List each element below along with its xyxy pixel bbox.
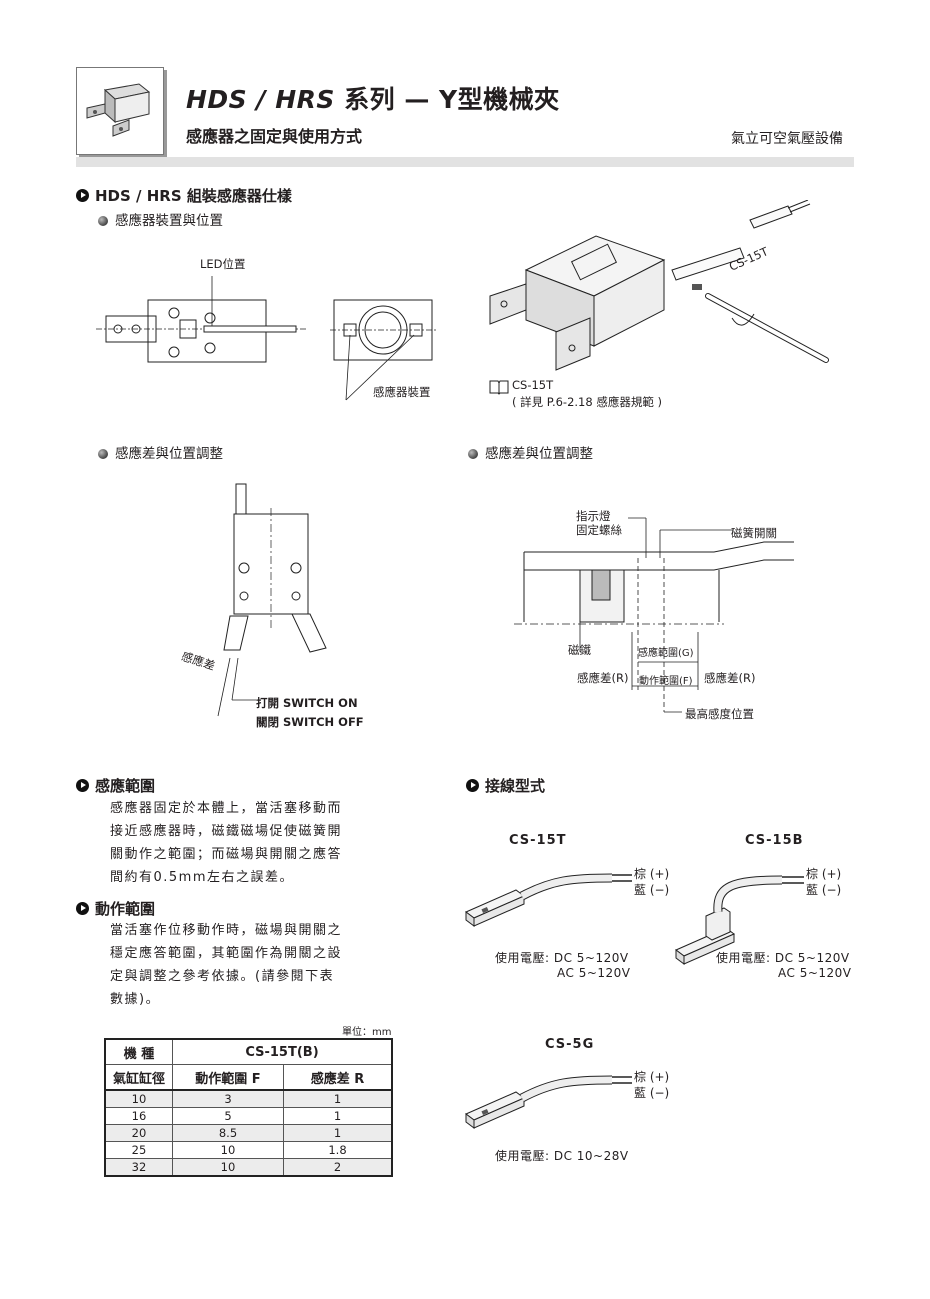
sense-range-label: 感應範圍(G) <box>638 648 694 659</box>
cs5g-volt1: 使用電壓: DC 10~28V <box>495 1149 629 1163</box>
section-bullet-icon <box>76 902 89 915</box>
right-diff-heading: 感應差與位置調整 <box>468 442 593 462</box>
table-header-row: 氣缸缸徑 動作範圍 F 感應差 R <box>104 1064 393 1091</box>
table-cell: 16 <box>104 1107 173 1125</box>
mount-heading: 感應器裝置與位置 <box>98 209 223 229</box>
section-bullet-icon <box>76 779 89 792</box>
table-cell: 10 <box>172 1158 284 1177</box>
fix-screw-label: 固定螺絲 <box>576 523 622 537</box>
cs15b-sensor-icon <box>675 875 804 965</box>
page-title: HDS / HRS 系列 — Y型機械夾 <box>186 80 560 116</box>
cs15t-blue: 藍 (−) <box>634 883 670 897</box>
cs15t-brown: 棕 (+) <box>634 867 670 881</box>
cs15b-volt2: AC 5~120V <box>778 966 852 980</box>
table-cell: 25 <box>104 1141 173 1159</box>
cs5g-blue: 藍 (−) <box>634 1086 670 1100</box>
table-header-cell: 氣缸缸徑 <box>104 1064 173 1091</box>
act-range-label: 動作範圍(F) <box>639 676 693 687</box>
table-cell: 1 <box>283 1107 393 1125</box>
cs15t-sensor-icon <box>465 873 632 927</box>
table-header-cell: CS-15T(B) <box>172 1038 393 1065</box>
top-view-drawing <box>96 276 306 363</box>
header-rule <box>76 157 854 167</box>
table-cell: 8.5 <box>172 1124 284 1142</box>
side-view-drawing <box>330 299 438 361</box>
company-name: 氣立可空氣壓設備 <box>731 131 843 147</box>
action-heading: 動作範圍 <box>76 898 155 919</box>
cs15t-volt1: 使用電壓: DC 5~120V <box>495 951 629 965</box>
section-bullet-icon <box>466 779 479 792</box>
table-header-cell: 機 種 <box>104 1038 173 1065</box>
cs5g-sensor-icon <box>465 1075 632 1129</box>
ref-model: CS-15T <box>512 378 554 392</box>
action-paragraph: 當活塞作位移動作時，磁場與開關之 穩定應答範圍，其範圍作為開關之設 定與調整之參… <box>110 923 343 1007</box>
magnet-label: 磁鐵 <box>568 643 591 657</box>
header-thumbnail <box>76 67 164 155</box>
sub-bullet-icon <box>468 449 478 459</box>
table-header-cell: 感應差 R <box>283 1064 393 1091</box>
range-heading: 感應範圍 <box>76 775 155 796</box>
cs15t-model: CS-15T <box>509 833 567 848</box>
range-paragraph: 感應器固定於本體上，當活塞移動而 接近感應器時，磁鐵磁場促使磁簧開 關動作之範圍… <box>110 801 343 885</box>
table-cell: 1 <box>283 1124 393 1142</box>
table-cell: 10 <box>104 1089 173 1108</box>
diff-r-left-label: 感應差(R) <box>577 671 629 685</box>
cross-section-drawing <box>514 517 794 713</box>
reed-switch-label: 磁簧開關 <box>731 526 777 540</box>
cs15b-volt1: 使用電壓: DC 5~120V <box>716 951 850 965</box>
mount-label: 感應器裝置 <box>373 385 431 399</box>
title-series: HDS / HRS <box>186 85 335 114</box>
isometric-gripper-drawing <box>489 200 829 371</box>
table-cell: 10 <box>172 1141 284 1159</box>
gripper-front-drawing <box>217 483 327 717</box>
table-cell: 1.8 <box>283 1141 393 1159</box>
indicator-label: 指示燈 <box>576 509 611 523</box>
section-bullet-icon <box>76 189 89 202</box>
cs15b-model: CS-15B <box>745 833 804 848</box>
title-cjk: 系列 — Y型機械夾 <box>334 85 560 114</box>
page-subtitle: 感應器之固定與使用方式 <box>186 127 363 146</box>
table-cell: 3 <box>172 1089 284 1108</box>
led-label: LED位置 <box>200 257 246 271</box>
table-cell: 20 <box>104 1124 173 1142</box>
cs15b-brown: 棕 (+) <box>806 867 842 881</box>
spec-heading: HDS / HRS 組裝感應器仕樣 <box>76 185 292 206</box>
switch-on-label: 打開 SWITCH ON <box>256 696 358 710</box>
cs15t-volt2: AC 5~120V <box>557 966 631 980</box>
table-header-cell: 動作範圍 F <box>172 1064 284 1091</box>
table-cell: 1 <box>283 1089 393 1108</box>
left-diff-heading: 感應差與位置調整 <box>98 442 223 462</box>
mount-leader-lines <box>345 334 415 401</box>
cs5g-model: CS-5G <box>545 1037 595 1052</box>
cs15b-blue: 藍 (−) <box>806 883 842 897</box>
sub-bullet-icon <box>98 216 108 226</box>
switch-off-label: 關閉 SWITCH OFF <box>256 715 364 729</box>
table-cell: 5 <box>172 1107 284 1125</box>
diff-r-right-label: 感應差(R) <box>704 671 756 685</box>
cs5g-brown: 棕 (+) <box>634 1070 670 1084</box>
ref-note: ( 詳見 P.6-2.18 感應器規範 ) <box>512 395 662 409</box>
table-header-row: 機 種 CS-15T(B) <box>104 1038 393 1065</box>
book-icon <box>489 380 509 395</box>
max-pos-label: 最高感度位置 <box>685 707 754 721</box>
table-unit: 單位：mm <box>342 1027 392 1038</box>
sub-bullet-icon <box>98 449 108 459</box>
wiring-heading: 接線型式 <box>466 775 545 796</box>
gripper-thumbnail-icon <box>86 83 151 137</box>
table-cell: 32 <box>104 1158 173 1177</box>
table-cell: 2 <box>283 1158 393 1177</box>
